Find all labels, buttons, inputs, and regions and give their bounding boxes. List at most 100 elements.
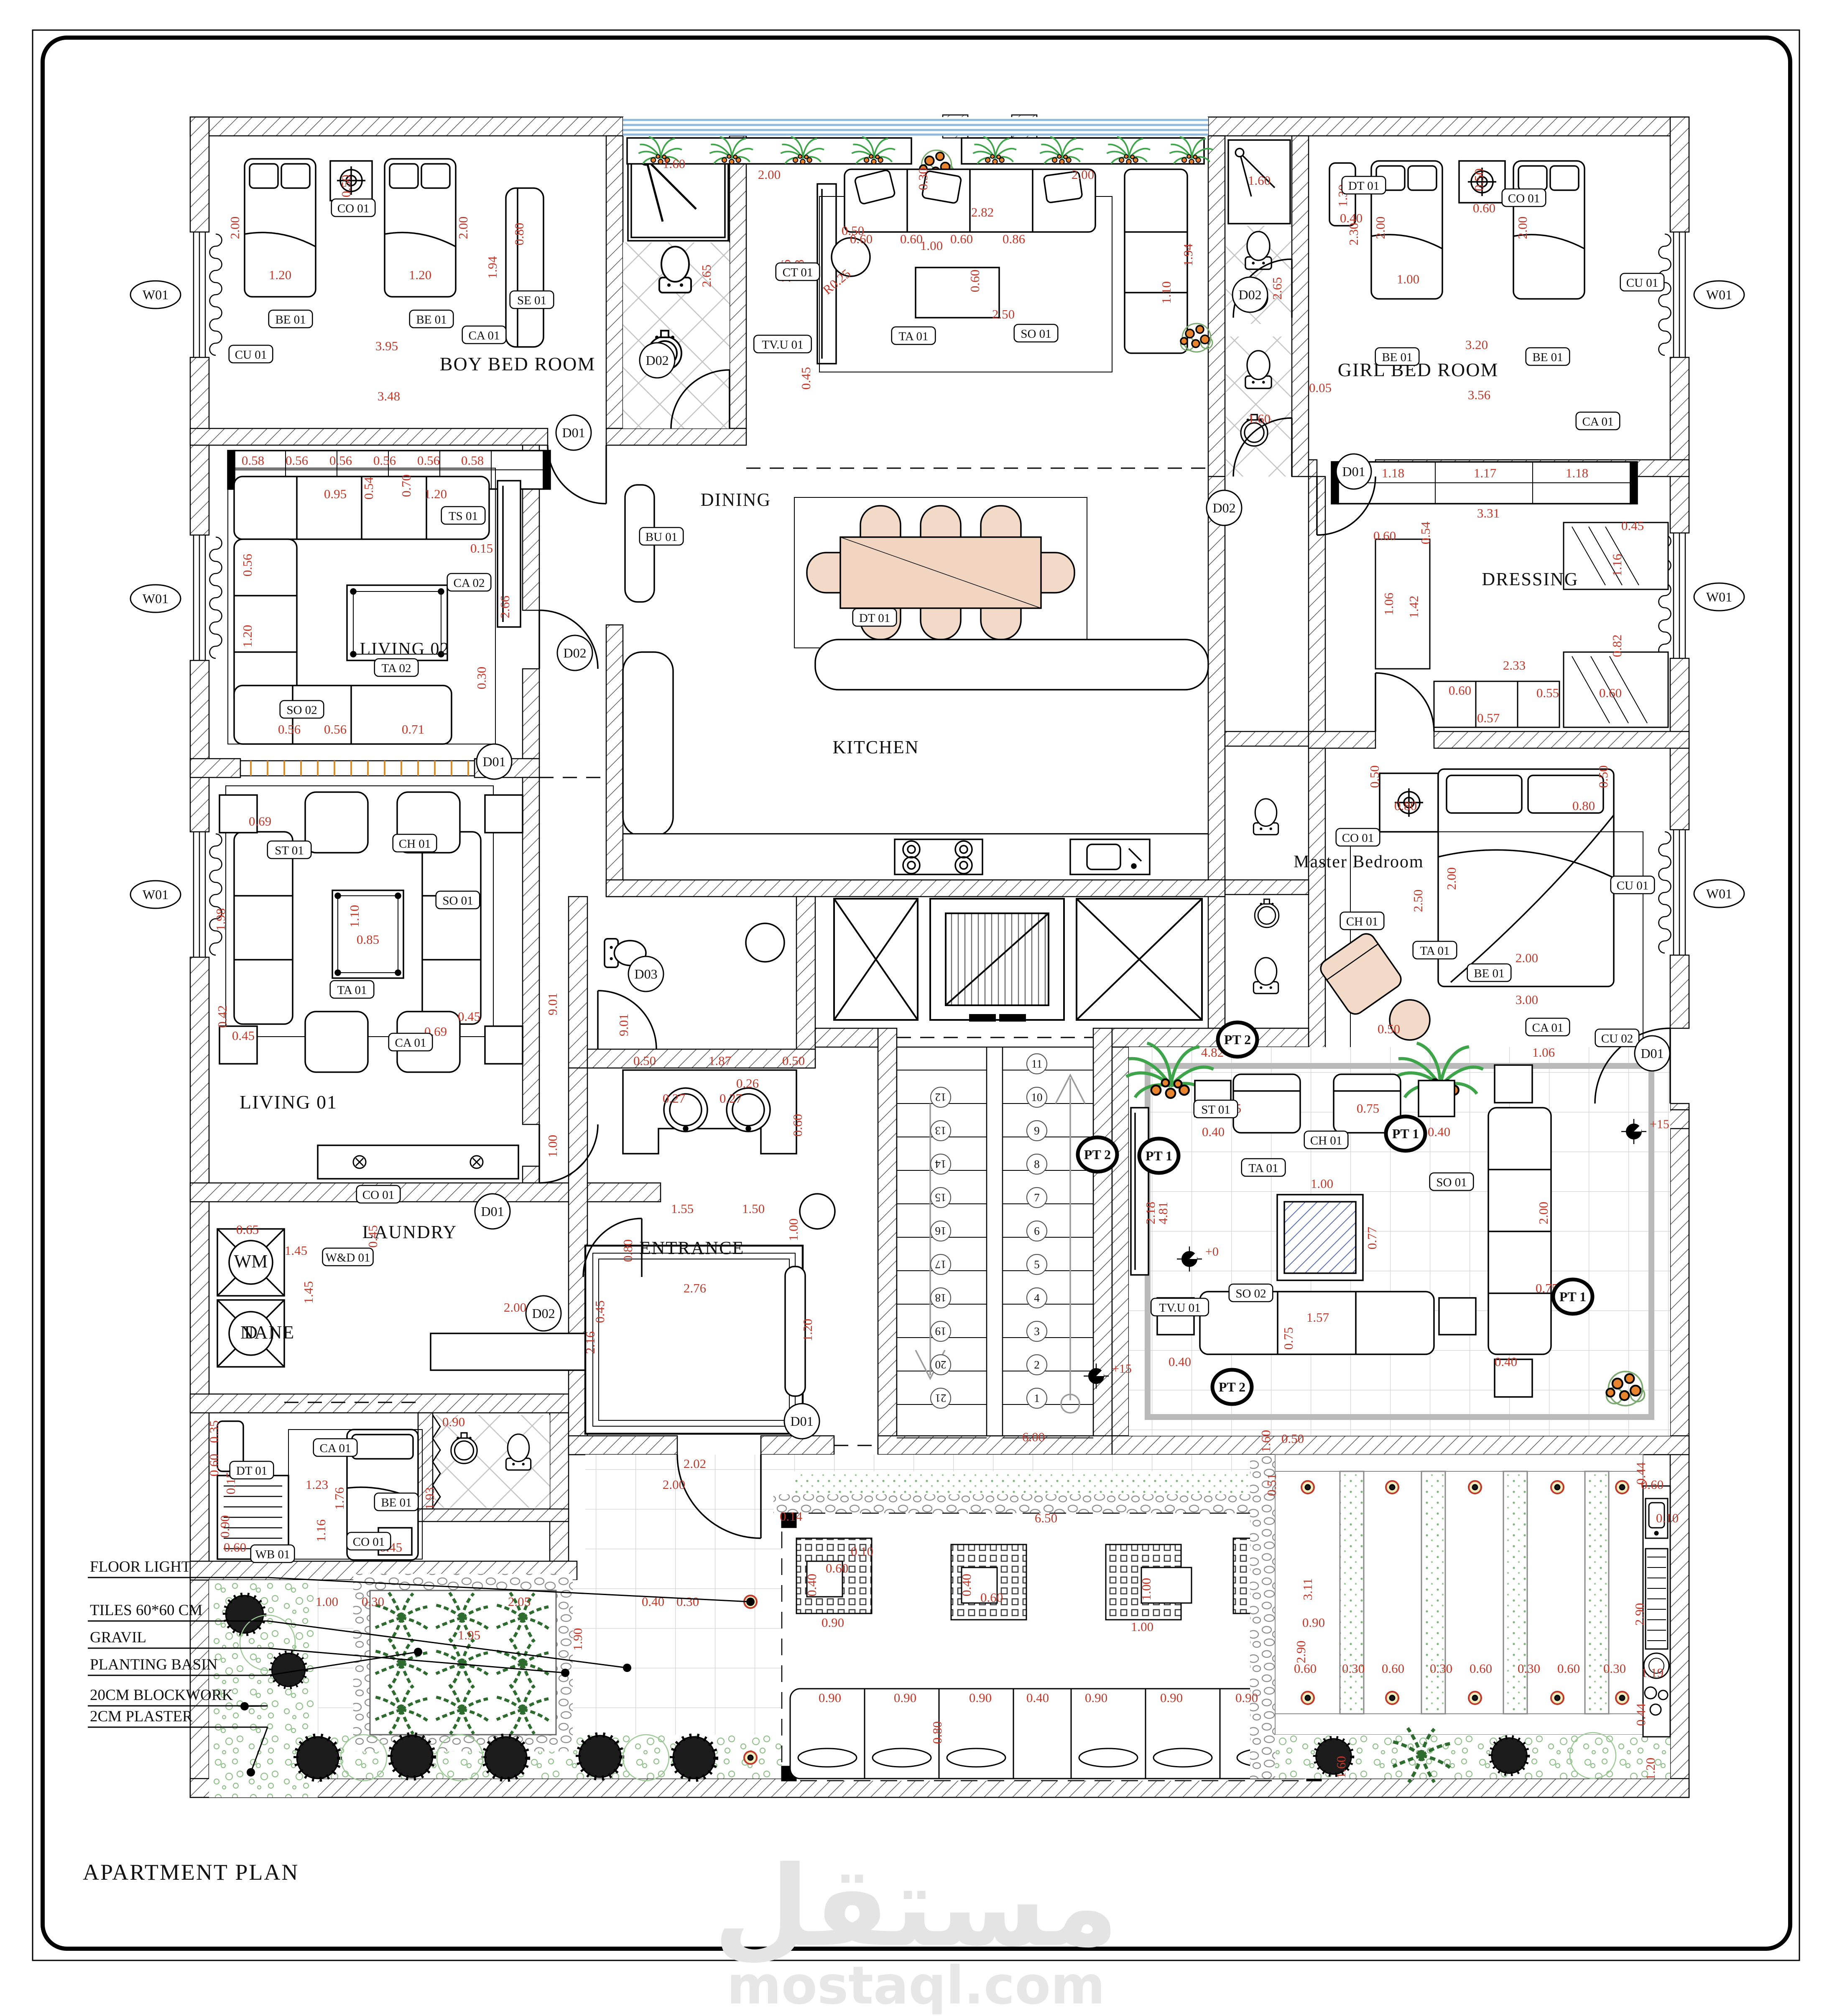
curtain-squiggle (209, 233, 222, 356)
level-label: +0 (1205, 1245, 1219, 1259)
item-tag-label: CA 01 (1582, 415, 1614, 428)
dimension-text: 1.45 (285, 1243, 307, 1258)
right-planters (1250, 1454, 1670, 1782)
dimension-text: 0.50 (1367, 765, 1382, 788)
item-tag-cu-02: CU 02 (1595, 1028, 1640, 1048)
pt-tag-label: PT 1 (1392, 1126, 1419, 1141)
dimension-text: 0.60 (1557, 1661, 1580, 1676)
level-label: +15 (1112, 1362, 1132, 1376)
pt-tag-label: PT 2 (1224, 1032, 1251, 1047)
stair-number: 12 (930, 1086, 952, 1108)
pt-tag-pt-1: PT 1 (1384, 1114, 1427, 1153)
item-tag-be-01: BE 01 (1375, 347, 1420, 366)
dimension-text: 1.20 (800, 1319, 815, 1341)
item-tag-so-02: SO 02 (279, 700, 324, 719)
item-tag-cu-01: CU 01 (228, 344, 273, 364)
item-tag-label: TS 01 (449, 510, 478, 523)
dimension-text: 0.27 (720, 1091, 742, 1106)
dimension-text: 0.50 (1281, 1431, 1304, 1446)
dimension-text: 1.20 (240, 625, 255, 647)
dimension-text: 0.82 (1610, 635, 1624, 657)
dimension-text: 2.00 (504, 1300, 526, 1315)
dimension-text: 1.23 (306, 1477, 328, 1492)
window-tag-label: W01 (1706, 287, 1732, 302)
dimension-text: 2.05 (508, 1594, 531, 1609)
core (833, 798, 1280, 1022)
dimension-text: 0.58 (242, 453, 264, 468)
dimension-text: 0.05 (1309, 380, 1332, 395)
item-tag-label: TA 01 (1420, 944, 1450, 958)
dimension-text: 0.56 (329, 453, 352, 468)
dimension-text: 9.01 (545, 993, 560, 1015)
dimension-text: 1.60 (1248, 173, 1271, 188)
item-tag-label: CU 01 (1617, 879, 1649, 892)
room-label-laundry: LAUNDRY (362, 1222, 457, 1242)
dimension-text: 2.82 (971, 205, 994, 219)
dimension-text: 0.85 (357, 932, 379, 947)
door-tag-label: D02 (563, 645, 586, 660)
item-tag-be-01: BE 01 (268, 309, 313, 329)
dimension-text: 0.45 (799, 367, 813, 390)
dimension-text: 0.30 (362, 1594, 384, 1609)
dimension-text: 0.71 (402, 722, 424, 737)
item-tag-label: SO 01 (1021, 327, 1051, 341)
item-tag-ta-01: TA 01 (1412, 940, 1457, 960)
dimension-text: 0.70 (399, 474, 413, 497)
dimension-text: 1.00 (545, 1135, 560, 1157)
dimension-text: 3.11 (1300, 1578, 1315, 1600)
dressing (1375, 522, 1669, 728)
dimension-text: 0.56 (240, 554, 255, 576)
dimension-text: 0.55 (1536, 686, 1559, 700)
pt-tag-pt-1: PT 1 (1551, 1277, 1595, 1316)
dimension-text: 0.60 (1294, 1661, 1317, 1676)
dimension-text: 0.60 (826, 1561, 848, 1575)
pt-tag-pt-1: PT 1 (1137, 1137, 1181, 1175)
dimension-text: 0.51 (1264, 1473, 1279, 1496)
item-tag-label: ST 01 (275, 844, 304, 857)
stair-number: 13 (930, 1120, 952, 1142)
stair-number-label: 8 (1034, 1158, 1040, 1170)
item-tag-label: TA 01 (1249, 1162, 1278, 1175)
room-label-dressing: DRESSING (1482, 569, 1578, 589)
door-tag-label: D01 (562, 425, 585, 440)
item-tag-label: BE 01 (416, 313, 447, 326)
item-tag-label: CA 02 (454, 576, 485, 590)
windows (193, 117, 1686, 957)
dimension-text: 1.94 (1181, 243, 1195, 266)
doors[interactable] (538, 258, 1671, 1539)
dimension-text: 0.60 (850, 232, 873, 246)
dimension-text: 2.65 (699, 265, 714, 287)
stair-number-label: 20 (935, 1358, 947, 1371)
dimension-text: 0.26 (736, 1076, 759, 1091)
pt-tag-label: PT 1 (1146, 1148, 1172, 1163)
dimension-text: 1.18 (1566, 466, 1588, 480)
door-tag-label: D03 (634, 966, 657, 981)
stair-number-label: 19 (935, 1325, 947, 1338)
item-tag-label: ST 01 (1201, 1103, 1230, 1116)
pt-tag-label: PT 1 (1559, 1289, 1586, 1304)
dimension-text: 1.93 (422, 1487, 437, 1510)
item-tag-label: CH 01 (1310, 1134, 1342, 1147)
dimension-text: 3.48 (378, 389, 400, 403)
dimension-text: 2.00 (1515, 217, 1530, 239)
dimension-text: 1.60 (1258, 1430, 1273, 1453)
dimension-text: 0.60 (900, 232, 923, 246)
fern-basin (375, 1593, 549, 1734)
room-label-dining: DINING (701, 489, 771, 510)
door-tag-label: D02 (1212, 500, 1235, 515)
curtain-squiggle (209, 833, 222, 956)
legend-item-2cm-plaster: 2CM PLASTER (88, 1708, 268, 1776)
stair-number-label: 4 (1034, 1292, 1040, 1304)
dimension-text: 1.06 (1532, 1045, 1555, 1060)
level-mark: +15 (1084, 1362, 1132, 1389)
item-tag-ts-01: TS 01 (441, 506, 486, 525)
item-tag-label: SO 01 (1436, 1176, 1467, 1189)
door-tag-d02: D02 (1206, 489, 1243, 526)
dimension-text: 0.60 (1599, 686, 1622, 700)
item-tag-ct-01: CT 01 (775, 262, 820, 281)
item-tag-label: CO 01 (353, 1535, 385, 1549)
item-tag-tv-u-01: TV.U 01 (753, 334, 812, 354)
